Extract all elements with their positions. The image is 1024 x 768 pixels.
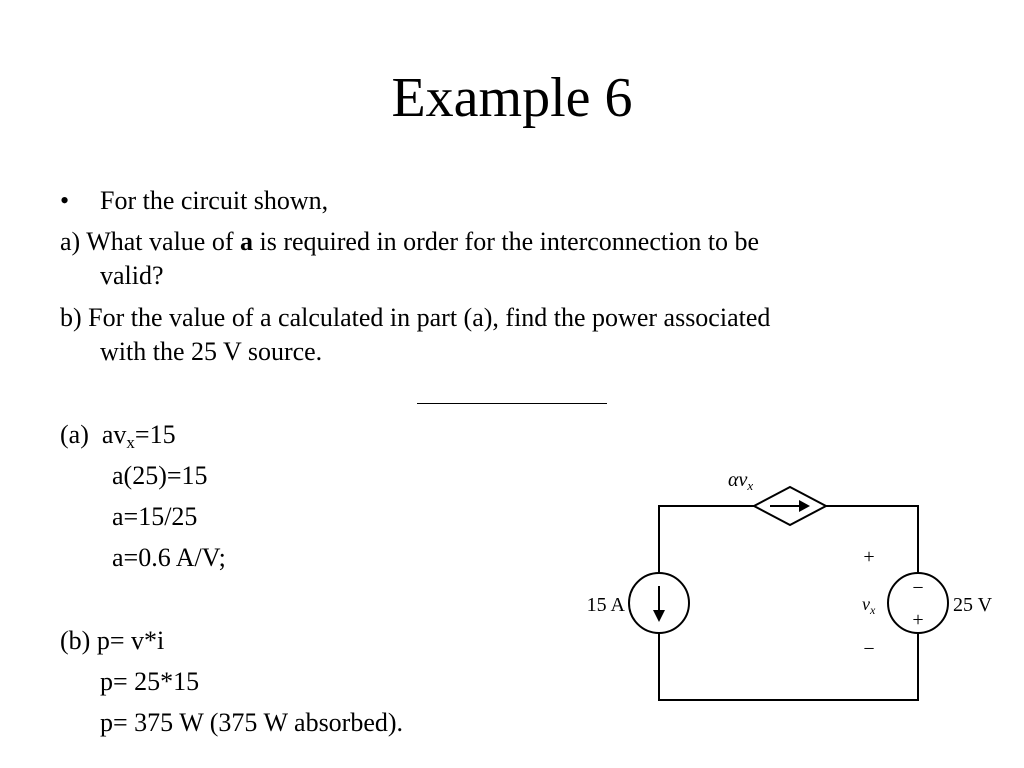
dependent-source-label: αvx <box>728 469 753 493</box>
slide-title: Example 6 <box>391 67 633 129</box>
solution-a-eq1: (a) avx=15 <box>60 418 176 452</box>
voltage-source-25v: − + 25 V <box>887 572 993 634</box>
question-b-line1: b) For the value of a calculated in part… <box>60 303 771 332</box>
voltage-source-label: 25 V <box>953 594 993 616</box>
solution-a-eq3: a=15/25 <box>112 502 198 531</box>
intro-text: For the circuit shown, <box>100 186 329 215</box>
wire-bottom <box>658 633 919 701</box>
solution-a-eq2: a(25)=15 <box>112 461 208 490</box>
solution-a-label: (a) <box>60 420 89 449</box>
voltage-source-minus: − <box>912 577 923 599</box>
vx-label: vx <box>862 594 876 617</box>
circuit-wires <box>658 505 919 701</box>
dependent-current-source: αvx <box>728 469 829 527</box>
bullet-dot: • <box>60 186 70 215</box>
question-a: a) What value of a is required in order … <box>60 225 759 259</box>
wire-top-left <box>658 505 754 573</box>
vx-plus-sign: + <box>863 546 874 568</box>
arrow-right-icon <box>799 500 810 512</box>
solution-b-line3: p= 375 W (375 W absorbed). <box>100 708 404 737</box>
solution-a-eq4: a=0.6 A/V; <box>112 543 226 572</box>
wire-top-right <box>826 505 919 573</box>
question-a-suffix: is required in order for the interconnec… <box>253 227 760 256</box>
separator-line <box>417 403 607 404</box>
question-a-variable: a <box>240 227 253 256</box>
eq1-post: =15 <box>134 420 176 449</box>
solution-b-line1: (b) p= v*i <box>60 626 165 655</box>
vx-minus-sign: − <box>863 638 874 660</box>
solution-b-line2: p= 25*15 <box>100 667 200 696</box>
eq1-pre: av <box>101 420 127 449</box>
circuit-diagram: αvx 15 A − + 25 V + vx − <box>587 469 993 701</box>
question-a-prefix: a) What value of <box>60 227 240 256</box>
voltage-source-plus: + <box>912 609 923 631</box>
current-source-label: 15 A <box>587 594 626 616</box>
vx-polarity: + vx − <box>862 546 876 660</box>
question-a-continuation: valid? <box>100 261 164 290</box>
current-source-15a: 15 A <box>587 572 690 634</box>
arrow-down-icon <box>653 610 665 622</box>
eq1-subscript: x <box>126 433 135 452</box>
question-b-line2: with the 25 V source. <box>100 337 323 366</box>
